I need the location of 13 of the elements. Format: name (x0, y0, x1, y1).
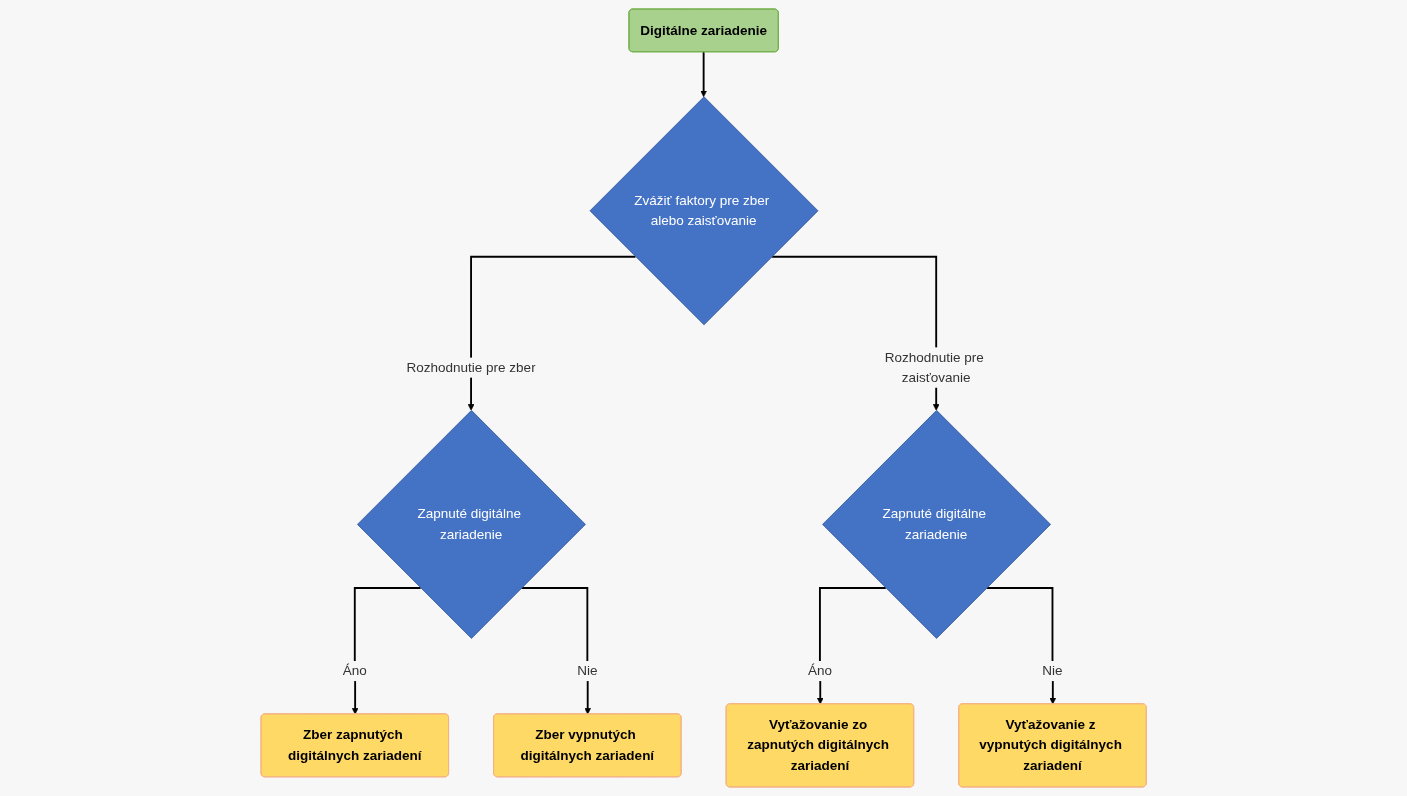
arrow (351, 587, 422, 715)
edge-label: Áno (807, 663, 832, 679)
edge-label: Rozhodnutie pre zaisťovanie (884, 349, 984, 385)
edge-label: Nie (1042, 663, 1063, 679)
edge-label: Rozhodnutie pre zber (406, 359, 536, 375)
node-diamond: Zapnuté digitálne zariadenie (822, 410, 1051, 639)
node-diamond: Zapnuté digitálne zariadenie (356, 410, 586, 639)
arrow (816, 587, 887, 705)
node-diamond: Zvážiť faktory pre zber alebo zaisťovanie (589, 96, 819, 326)
edge-label: Nie (577, 663, 598, 679)
arrow (700, 51, 707, 98)
edge-label: Áno (342, 663, 367, 679)
arrow (467, 255, 637, 411)
